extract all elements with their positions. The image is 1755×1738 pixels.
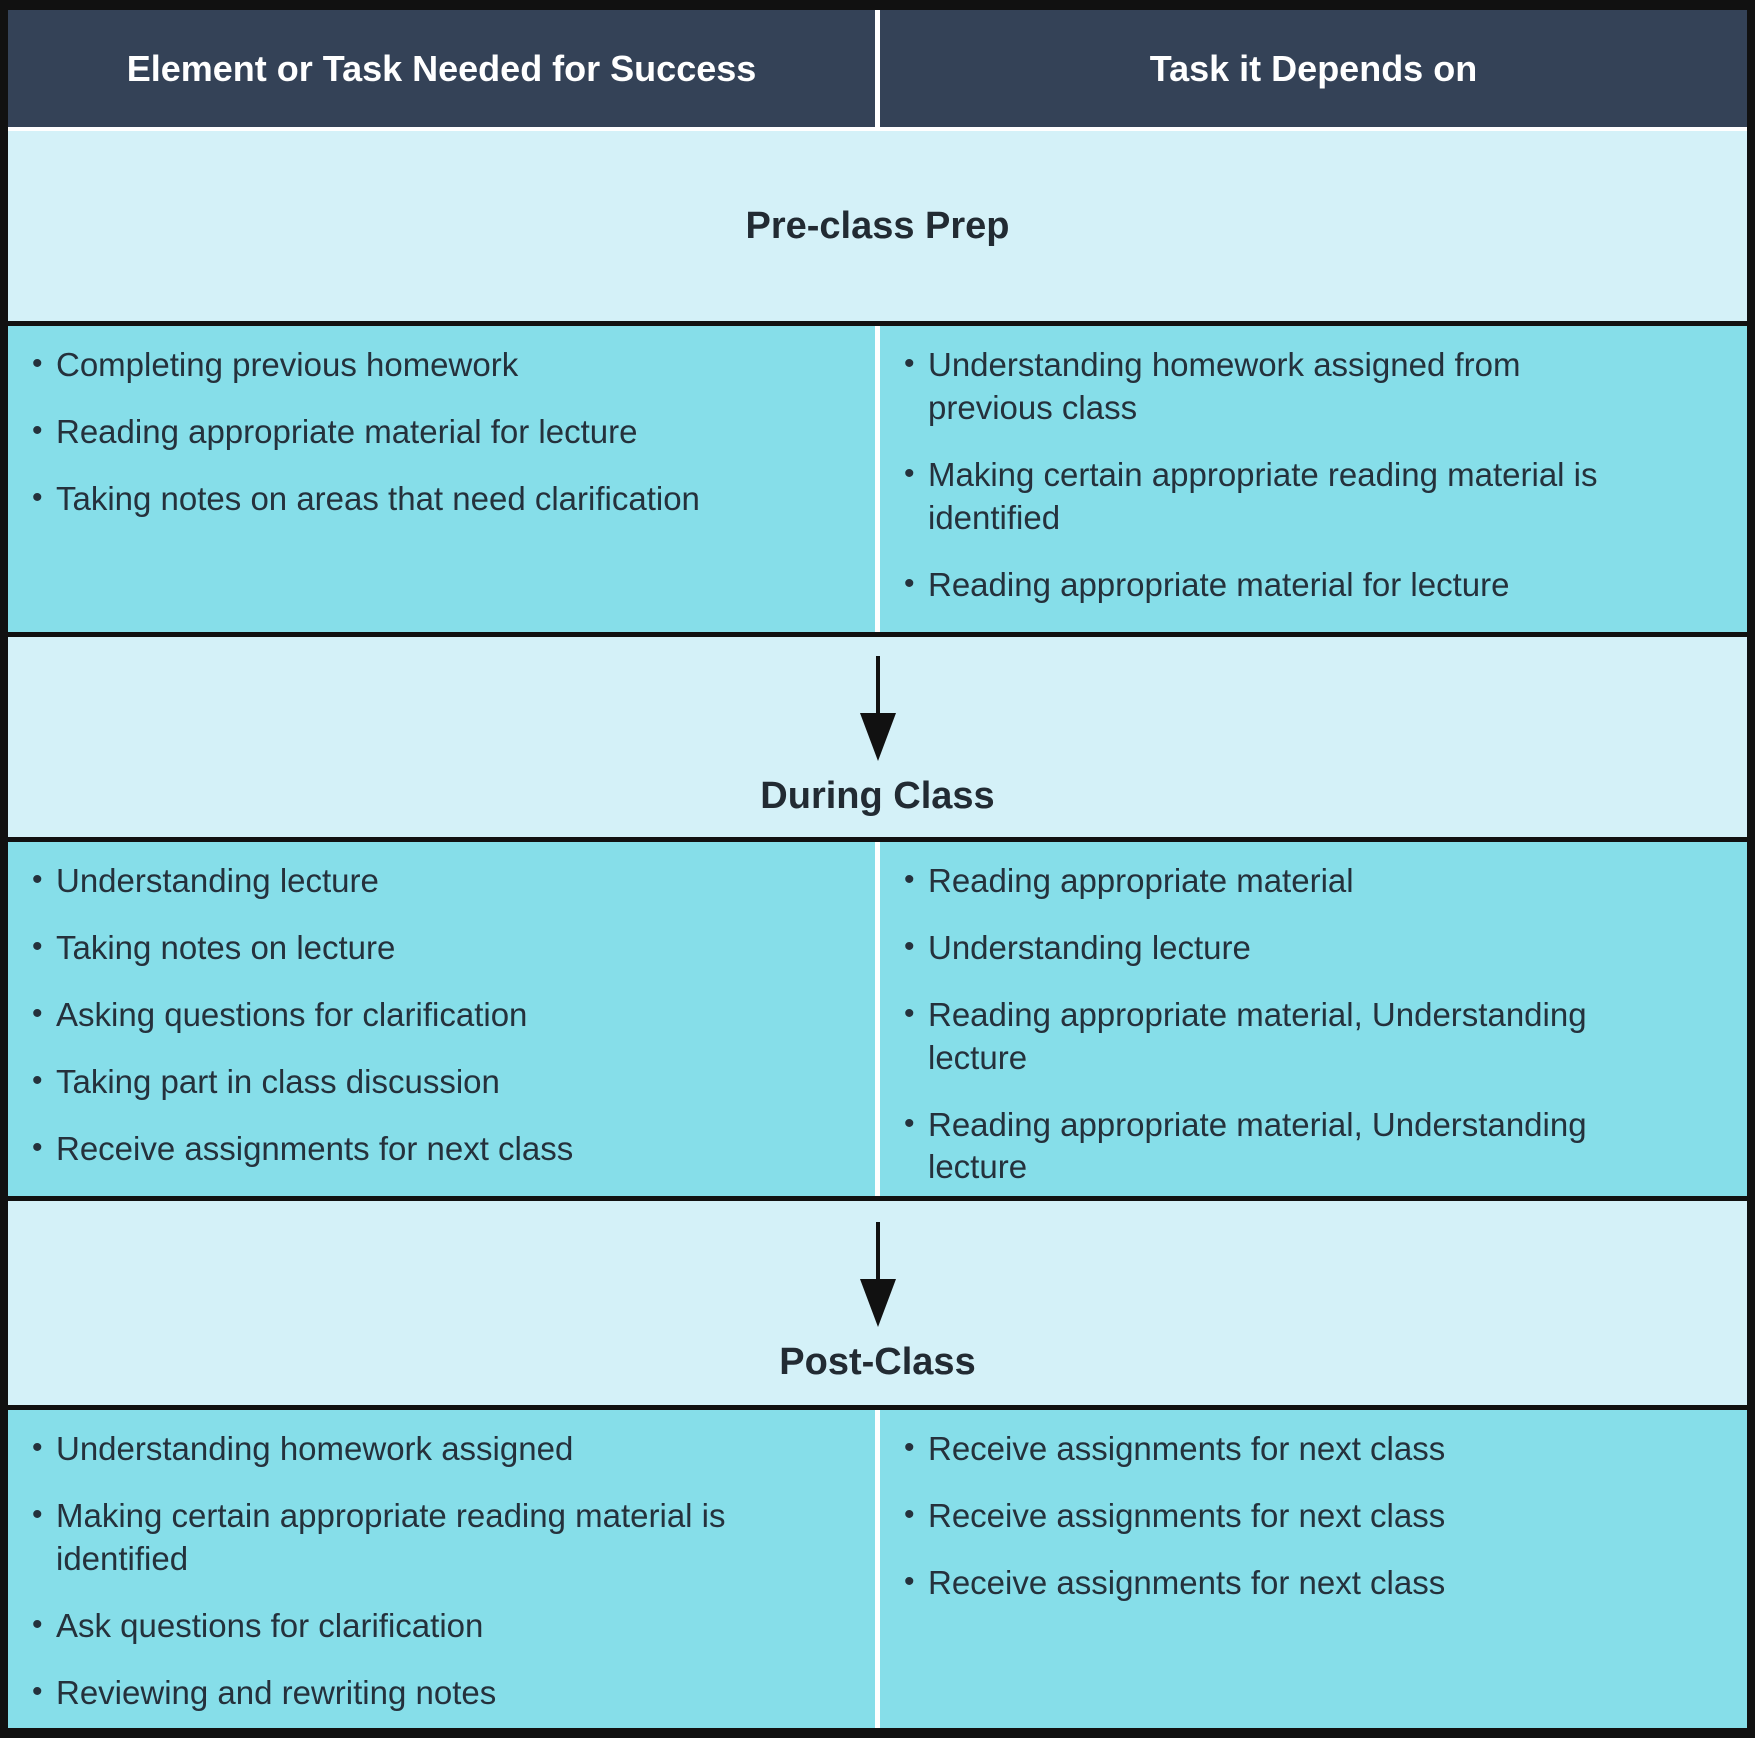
list-item: Reviewing and rewriting notes xyxy=(26,1672,846,1715)
list-item: Making certain appropriate reading mater… xyxy=(26,1495,846,1581)
separator xyxy=(8,1196,1747,1201)
list-item: Understanding lecture xyxy=(898,927,1652,970)
list-item: Taking notes on areas that need clarific… xyxy=(26,478,846,521)
column-divider xyxy=(875,10,880,127)
header-underline xyxy=(8,127,1747,131)
column-header-left: Element or Task Needed for Success xyxy=(8,10,875,127)
column-divider xyxy=(875,326,880,632)
list-item: Ask questions for clarification xyxy=(26,1605,846,1648)
column-divider xyxy=(875,1410,880,1728)
post-class-tasks-cell: Understanding homework assigned Making c… xyxy=(8,1410,875,1728)
list-item: Making certain appropriate reading mater… xyxy=(898,454,1652,540)
header-row: Element or Task Needed for Success Task … xyxy=(8,10,1747,127)
list-item: Receive assignments for next class xyxy=(898,1562,1652,1605)
column-divider xyxy=(875,842,880,1196)
pre-class-task-list: Completing previous homework Reading app… xyxy=(26,344,865,521)
down-arrow-icon xyxy=(859,1222,896,1327)
section-title-pre-class: Pre-class Prep xyxy=(745,204,1010,247)
list-item: Understanding homework assigned xyxy=(26,1428,846,1471)
during-class-tasks-cell: Understanding lecture Taking notes on le… xyxy=(8,842,875,1196)
list-item: Reading appropriate material for lecture xyxy=(898,564,1652,607)
separator xyxy=(8,632,1747,637)
section-title-post-class: Post-Class xyxy=(779,1341,976,1383)
post-class-task-list: Understanding homework assigned Making c… xyxy=(26,1428,865,1714)
list-item: Asking questions for clarification xyxy=(26,994,846,1037)
list-item: Receive assignments for next class xyxy=(898,1428,1652,1471)
bullet-row-during-class: Understanding lecture Taking notes on le… xyxy=(8,842,1747,1196)
post-class-dependency-list: Receive assignments for next class Recei… xyxy=(898,1428,1737,1605)
during-class-task-list: Understanding lecture Taking notes on le… xyxy=(26,860,865,1170)
post-class-dependencies-cell: Receive assignments for next class Recei… xyxy=(880,1410,1747,1728)
list-item: Understanding homework assigned from pre… xyxy=(898,344,1652,430)
bullet-row-post-class: Understanding homework assigned Making c… xyxy=(8,1410,1747,1728)
list-item: Reading appropriate material for lecture xyxy=(26,411,846,454)
separator xyxy=(8,1405,1747,1410)
down-arrow-icon xyxy=(859,656,896,761)
section-band-post-class: Post-Class xyxy=(8,1201,1747,1405)
during-class-dependencies-cell: Reading appropriate material Understandi… xyxy=(880,842,1747,1196)
column-header-right: Task it Depends on xyxy=(880,10,1747,127)
list-item: Reading appropriate material, Understand… xyxy=(898,994,1652,1080)
list-item: Reading appropriate material xyxy=(898,860,1652,903)
pre-class-dependency-list: Understanding homework assigned from pre… xyxy=(898,344,1737,606)
separator xyxy=(8,837,1747,842)
list-item: Completing previous homework xyxy=(26,344,846,387)
section-band-during-class: During Class xyxy=(8,637,1747,837)
list-item: Receive assignments for next class xyxy=(898,1495,1652,1538)
bullet-row-pre-class: Completing previous homework Reading app… xyxy=(8,326,1747,632)
section-band-pre-class: Pre-class Prep xyxy=(8,131,1747,321)
during-class-dependency-list: Reading appropriate material Understandi… xyxy=(898,860,1737,1189)
list-item: Understanding lecture xyxy=(26,860,846,903)
separator xyxy=(8,321,1747,326)
list-item: Taking part in class discussion xyxy=(26,1061,846,1104)
pre-class-dependencies-cell: Understanding homework assigned from pre… xyxy=(880,326,1747,632)
section-title-during-class: During Class xyxy=(760,775,995,817)
list-item: Reading appropriate material, Understand… xyxy=(898,1104,1652,1190)
pre-class-tasks-cell: Completing previous homework Reading app… xyxy=(8,326,875,632)
list-item: Taking notes on lecture xyxy=(26,927,846,970)
list-item: Receive assignments for next class xyxy=(26,1128,846,1171)
